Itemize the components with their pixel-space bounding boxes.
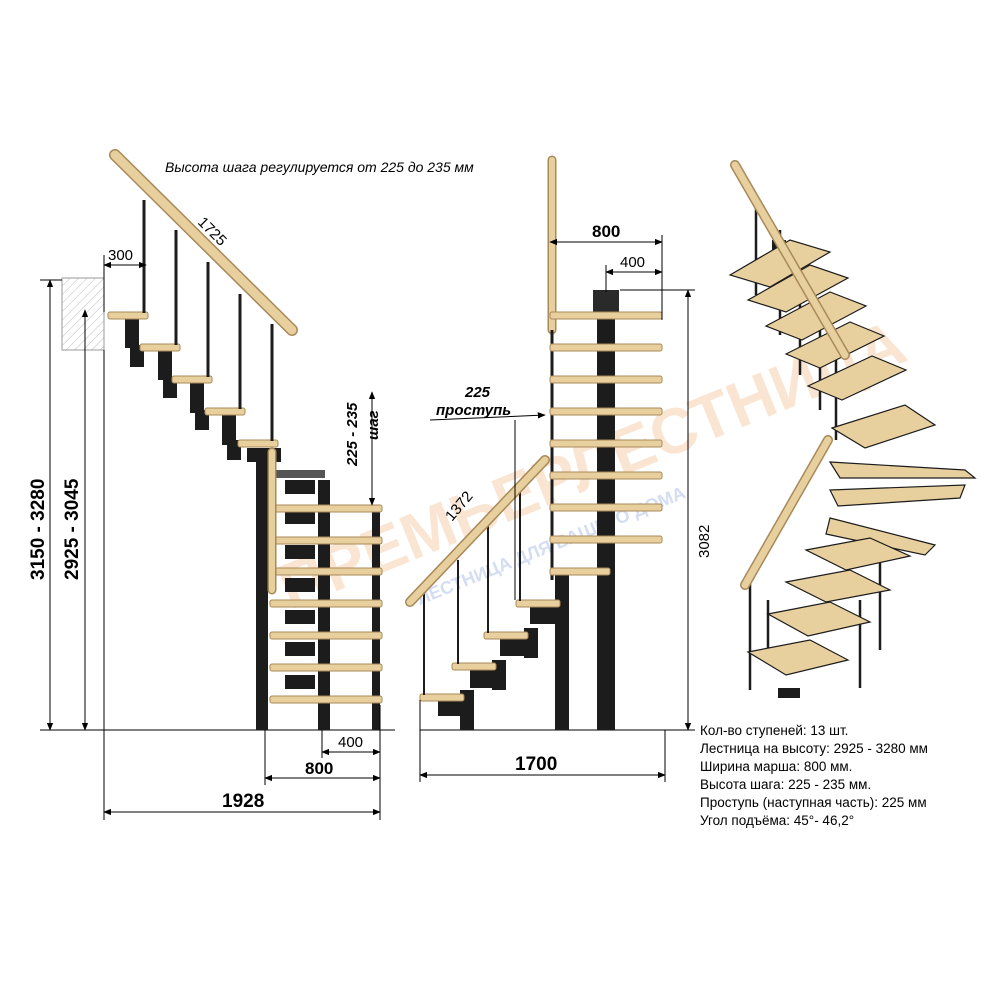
dim-total-1700: 1700 (515, 754, 557, 775)
iso-treads (728, 239, 977, 676)
spec-steps: Кол-во ступеней: 13 шт. (700, 723, 849, 738)
balusters-mid (423, 490, 521, 695)
dim-lines-left (40, 255, 381, 820)
note-step-adjustable: Высота шага регулируется от 225 до 235 м… (165, 159, 474, 175)
dim-step-height: 225 - 235 (344, 402, 361, 467)
spec-tread: Проступь (наступная часть): 225 мм (700, 795, 927, 810)
wall-section (61, 277, 105, 351)
dim-top-400-mid: 400 (620, 254, 645, 271)
dim-bottom-800-left: 800 (305, 759, 333, 778)
dim-step-height-label: шаг (365, 410, 382, 440)
balusters-left-upper (142, 200, 274, 441)
spec-height: Лестница на высоту: 2925 - 3280 мм (700, 741, 928, 756)
dim-top-800-mid: 800 (592, 222, 620, 241)
isometric-view-right (728, 160, 977, 698)
dim-tread-label: проступь (436, 402, 511, 419)
front-view-middle: 800 400 225 проступь 1372 3082 1700 (405, 155, 713, 782)
dim-floor-height: 2925 - 3045 (62, 478, 83, 580)
spec-step-height: Высота шага: 225 - 235 мм. (700, 777, 872, 792)
iso-handrails (730, 160, 850, 590)
dim-tread-225: 225 (464, 384, 491, 401)
side-view-left: 1725 300 3150 - 3280 2925 - 3045 225 - 2… (28, 149, 395, 820)
landing-platform (275, 470, 325, 478)
dim-top-offset: 300 (108, 247, 133, 264)
spec-angle: Угол подъёма: 45°- 46,2° (700, 813, 855, 828)
spec-width: Ширина марша: 800 мм. (700, 759, 853, 774)
dim-lines-mid (419, 235, 695, 782)
specs-list: Кол-во ступеней: 13 шт. Лестница на высо… (700, 722, 990, 830)
dim-total-height: 3150 - 3280 (28, 479, 49, 580)
side-treads-mid (419, 599, 561, 702)
dim-height-3082: 3082 (696, 525, 713, 558)
upper-treads-left (107, 311, 279, 448)
dim-total-1928: 1928 (222, 791, 264, 812)
dim-bottom-400-left: 400 (338, 734, 363, 751)
front-treads-mid (549, 311, 663, 576)
